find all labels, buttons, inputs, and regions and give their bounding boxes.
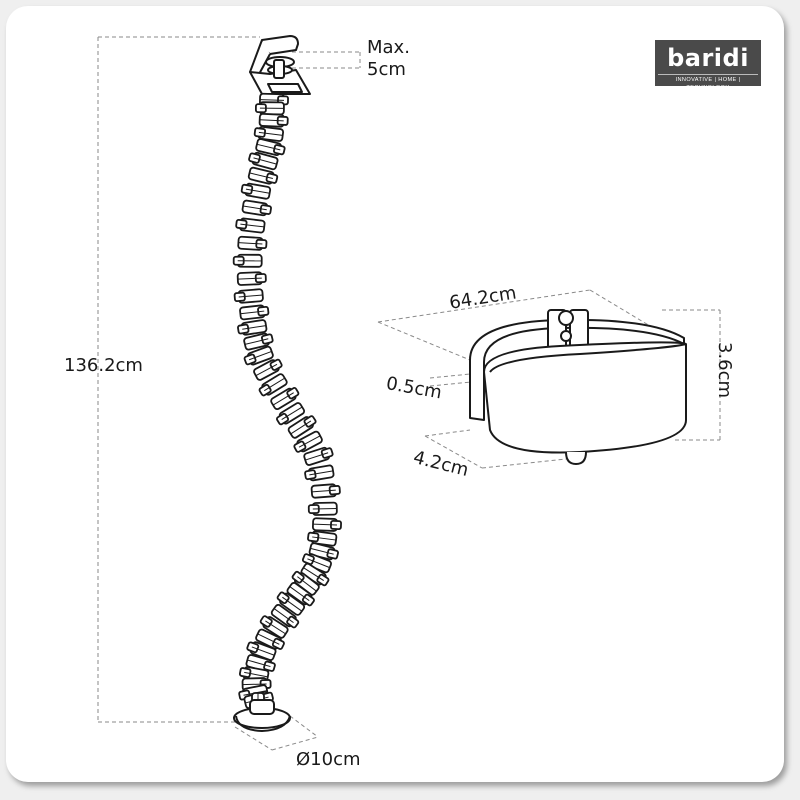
spine-segment — [235, 217, 266, 234]
spine-segment — [310, 483, 341, 499]
clip-depth-dimension-line — [424, 435, 483, 469]
spine-segment — [237, 235, 268, 251]
spine-segment — [232, 253, 263, 268]
spine-segment — [270, 387, 300, 411]
base-diameter-label: Ø10cm — [296, 749, 361, 770]
spine-segment — [253, 125, 285, 142]
height-label: 136.2cm — [64, 355, 143, 376]
spine-segment — [243, 332, 274, 351]
brand-tagline: INNOVATIVE | HOME | TECHNOLOGY — [658, 74, 758, 92]
spine-segment — [276, 591, 306, 616]
spine-segment — [258, 373, 288, 397]
spine-segment — [247, 166, 279, 185]
brand-name: baridi — [667, 44, 749, 72]
spine-segment — [259, 615, 289, 639]
spine-segment — [258, 112, 289, 128]
spine-segment — [286, 582, 315, 607]
clip-height-label: 3.6cm — [714, 342, 735, 399]
spine-base — [233, 699, 291, 733]
clamp-max-value: 5cm — [367, 59, 406, 80]
clip-depth-top-extension — [424, 429, 471, 437]
cable-clip — [469, 309, 687, 465]
spine-segment — [276, 402, 306, 426]
spine-segment — [301, 553, 332, 574]
desk-clamp — [249, 35, 311, 95]
clip-width-dimension-line — [377, 289, 591, 323]
cable-spine — [232, 92, 342, 722]
spine-segment — [253, 358, 283, 381]
brand-logo: baridi INNOVATIVE | HOME | TECHNOLOGY — [655, 40, 761, 91]
spine-segment — [304, 464, 335, 482]
base-right-extension-line — [289, 715, 319, 738]
clip-depth-bottom-extension — [481, 457, 576, 469]
clamp-max-label: Max. — [367, 37, 410, 58]
spine-segment — [270, 603, 300, 629]
spine-segment — [307, 501, 338, 516]
spine-segment — [293, 430, 323, 453]
spine-segment — [248, 151, 279, 171]
spine-segment — [237, 319, 268, 336]
spine-segment — [255, 628, 285, 650]
spine-segment — [255, 138, 286, 157]
clip-width-left-extension — [377, 321, 471, 361]
base-diameter-line — [271, 736, 319, 751]
spine-segment — [241, 199, 272, 217]
spine-segment — [307, 530, 338, 547]
spine-segment — [291, 570, 320, 596]
spine-segment — [287, 415, 317, 439]
spine-segment — [254, 101, 285, 116]
base-left-extension-line — [234, 726, 273, 751]
spine-segment — [236, 271, 267, 286]
spine-segment — [233, 288, 264, 304]
spine-segment — [311, 517, 342, 532]
spine-segment — [239, 304, 270, 321]
spine-segment — [303, 446, 334, 466]
spine-segment — [240, 182, 272, 200]
spine-segment — [246, 641, 277, 661]
spine-segment — [243, 345, 274, 366]
spine-segment — [300, 562, 330, 587]
